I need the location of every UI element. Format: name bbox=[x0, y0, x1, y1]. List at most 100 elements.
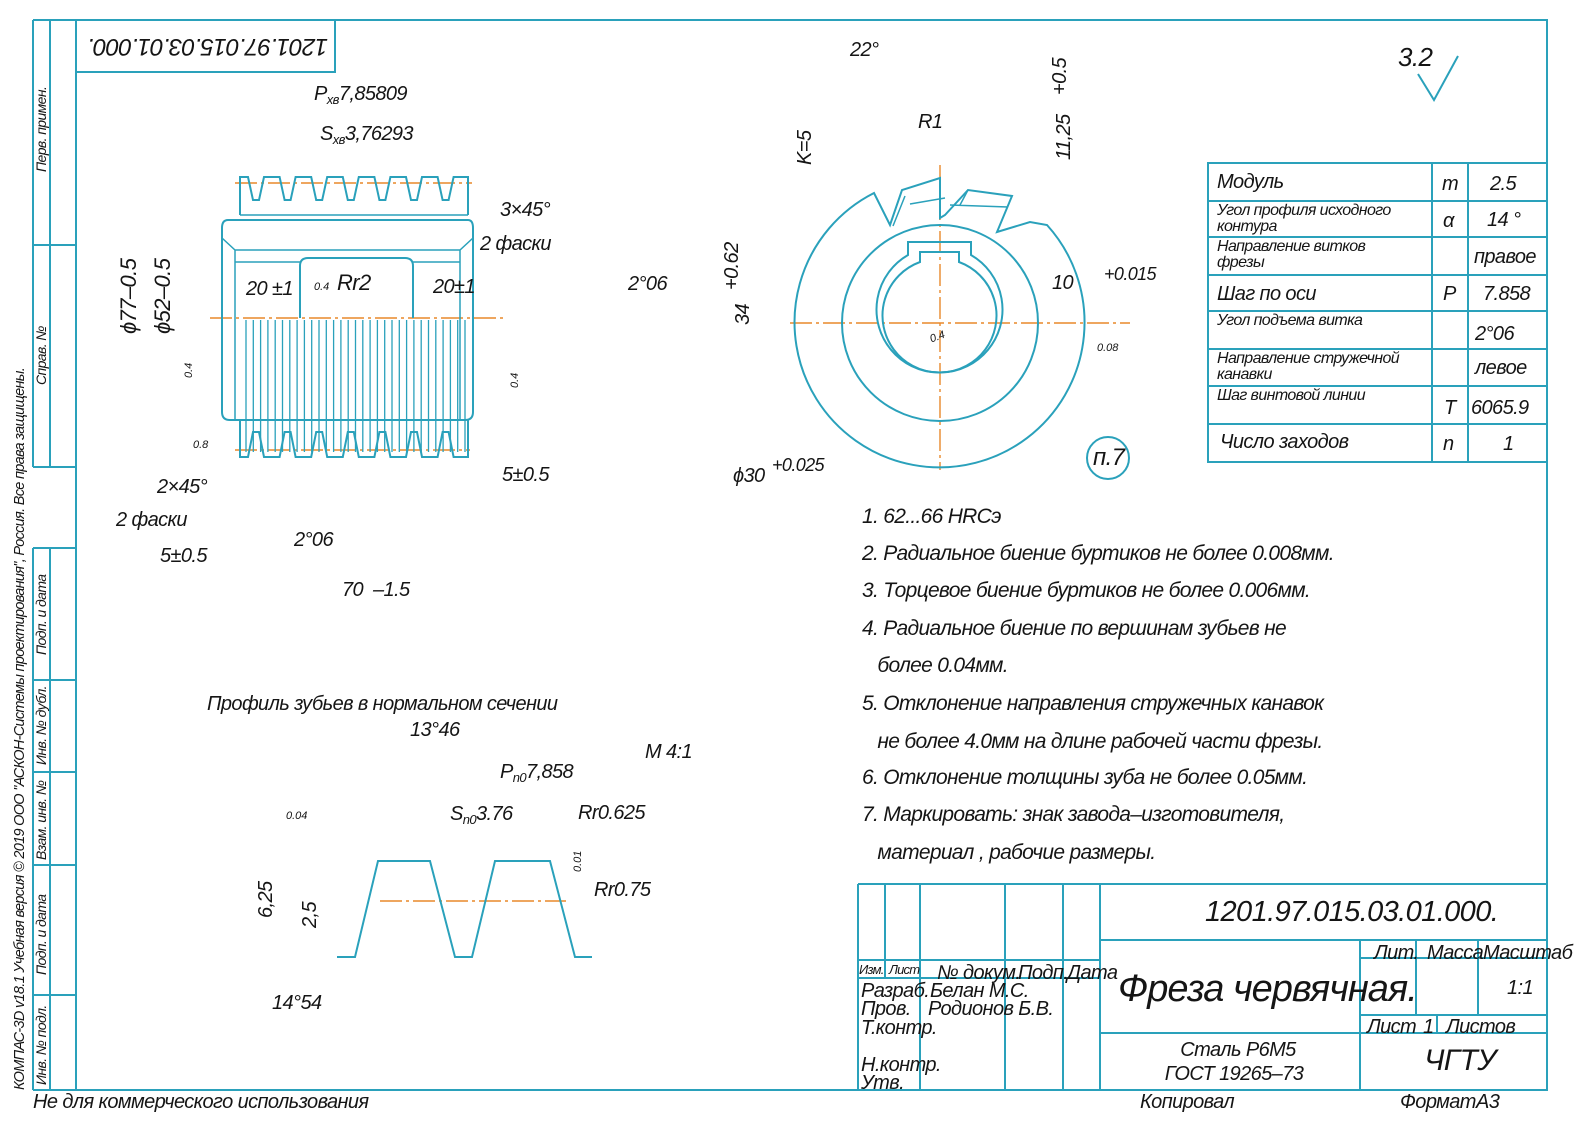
note-line: более 0.04мм. bbox=[862, 654, 1008, 677]
param-value: 1 bbox=[1503, 433, 1514, 455]
key-width: 10 bbox=[1052, 272, 1074, 294]
hob-top-teeth bbox=[239, 176, 469, 215]
designation: 1201.97.015.03.01.000. bbox=[1205, 896, 1499, 928]
radius-r1: R1 bbox=[918, 111, 943, 133]
hob-keyway bbox=[299, 257, 414, 318]
total-length: 70 –1.5 bbox=[342, 579, 410, 601]
param-value: 7.858 bbox=[1483, 283, 1531, 305]
note-line: 6. Отклонение толщины зуба не более 0.05… bbox=[862, 766, 1308, 789]
note-line: 5. Отклонение направления стружечных кан… bbox=[862, 692, 1324, 715]
strip-label-sign-date: Подп. и дата bbox=[33, 574, 49, 655]
sheet-value: 1 bbox=[1423, 1016, 1434, 1038]
collar-width-right: 5±0.5 bbox=[502, 464, 550, 486]
bore-diameter: ϕ30 bbox=[733, 465, 765, 487]
sheet-label: Лист bbox=[1367, 1016, 1417, 1038]
sheets-label: Листов bbox=[1446, 1016, 1516, 1038]
copyright-text: КОМПАС-3D v18.1 Учебная версия © 2019 ОО… bbox=[12, 367, 28, 1090]
tolerance-small: 0.01 bbox=[572, 850, 584, 872]
strip-label-sign-date-2: Подп. и дата bbox=[33, 894, 49, 975]
param-symbol: m bbox=[1442, 173, 1459, 195]
role-developer: Разраб. bbox=[861, 980, 930, 1002]
role-checker: Пров. bbox=[861, 998, 911, 1020]
note-line: 2. Радиальное биение буртиков не более 0… bbox=[862, 542, 1335, 565]
hob-bottom-teeth bbox=[239, 420, 469, 458]
param-symbol: α bbox=[1443, 210, 1454, 232]
roughness-right: 0.4 bbox=[509, 372, 521, 388]
strip-label-first-use: Перв. примен. bbox=[33, 86, 49, 172]
copied-label: Копировал bbox=[1140, 1091, 1235, 1113]
role-approved: Утв. bbox=[861, 1072, 905, 1094]
param-value: 2°06 bbox=[1475, 323, 1515, 345]
param-name: Направление витков фрезы bbox=[1217, 238, 1366, 271]
length-left: 20 ±1 bbox=[246, 278, 294, 300]
strip-label-orig-inv: Инв. № подл. bbox=[33, 1005, 49, 1085]
top-stamp-box bbox=[75, 19, 336, 73]
axial-thickness-label: Sxв3,76293 bbox=[320, 123, 414, 147]
drawing-frame bbox=[32, 19, 1548, 1091]
strip-label-reference: Справ. № bbox=[33, 326, 49, 385]
note-line: 1. 62...66 HRCэ bbox=[862, 505, 1001, 528]
note-line: 7. Маркировать: знак завода–изготовителя… bbox=[862, 803, 1285, 826]
tooth-profile bbox=[337, 860, 592, 958]
chamfer-top-count: 2 фаски bbox=[480, 233, 551, 255]
keyway-radius: Rr2 bbox=[337, 270, 371, 295]
roughness-left: 0.4 bbox=[183, 362, 195, 378]
note-ref-circle bbox=[1086, 436, 1130, 480]
normal-thickness: Sn03.76 bbox=[450, 803, 513, 827]
addendum-height: 2,5 bbox=[299, 901, 321, 928]
profile-roughness: 0.04 bbox=[286, 810, 308, 822]
axial-pitch-label: Pxв7,85809 bbox=[314, 83, 408, 107]
roughness-value: 3.2 bbox=[1398, 42, 1433, 72]
lead-angle-right: 2°06 bbox=[628, 273, 668, 295]
dim-34: 34 bbox=[732, 303, 754, 325]
keyway-roughness: 0.4 bbox=[314, 281, 330, 293]
hob-body-outline bbox=[221, 219, 474, 421]
param-name: Направление стружечной канавки bbox=[1217, 350, 1400, 383]
note-reference: п.7 bbox=[1093, 444, 1125, 471]
inner-diameter: ϕ52–0.5 bbox=[150, 258, 175, 334]
top-stamp-designation: 1201.97.015.03.01.000. bbox=[87, 33, 328, 60]
param-value: 2.5 bbox=[1490, 173, 1517, 195]
chamfer-bottom-count: 2 фаски bbox=[116, 509, 187, 531]
param-value: левое bbox=[1475, 357, 1527, 379]
param-symbol: n bbox=[1443, 433, 1454, 455]
bore-tolerance: +0.025 bbox=[772, 455, 825, 475]
flute-angle: 22° bbox=[850, 39, 879, 61]
end-view-hub-circle bbox=[841, 224, 1040, 422]
chamfer-bottom-label: 2×45° bbox=[157, 476, 208, 498]
profile-title: Профиль зубьев в нормальном сечении bbox=[207, 693, 558, 715]
scale-value: 1:1 bbox=[1507, 977, 1534, 999]
dim-11-25: 11,25 bbox=[1053, 114, 1075, 160]
tolerance-top: +0.5 bbox=[1049, 57, 1071, 95]
param-name: Угол подъема витка bbox=[1217, 312, 1363, 329]
roughness-bottom: 0.8 bbox=[193, 439, 209, 451]
tolerance-34: +0.62 bbox=[721, 242, 743, 290]
profile-angle-top: 13°46 bbox=[410, 719, 460, 741]
chamfer-top-label: 3×45° bbox=[500, 199, 551, 221]
param-name: Модуль bbox=[1217, 171, 1284, 193]
end-view-bore-inner bbox=[881, 251, 998, 374]
param-name: Шаг винтовой линии bbox=[1217, 387, 1366, 404]
roughness-check-icon bbox=[1417, 55, 1459, 102]
outer-diameter: ϕ77–0.5 bbox=[116, 258, 141, 334]
runout-value: 0.08 bbox=[1097, 342, 1119, 354]
organization: ЧГТУ bbox=[1424, 1044, 1496, 1077]
format-label: Формат bbox=[1400, 1091, 1476, 1113]
param-value: 6065.9 bbox=[1471, 397, 1529, 419]
key-tolerance: +0.015 bbox=[1104, 264, 1157, 284]
strip-label-replace-inv: Взам. инв. № bbox=[33, 780, 49, 860]
param-value: правое bbox=[1474, 246, 1537, 268]
material-line2: ГОСТ 19265–73 bbox=[1164, 1063, 1304, 1085]
checker-name: Родионов Б.В. bbox=[928, 998, 1054, 1020]
profile-angle-bottom: 14°54 bbox=[272, 992, 322, 1014]
part-name: Фреза червячная. bbox=[1118, 968, 1418, 1010]
param-symbol: T bbox=[1444, 397, 1456, 419]
tooth-height: 6,25 bbox=[255, 881, 277, 918]
lit-label: Лит. bbox=[1374, 942, 1419, 964]
header-list: Лист bbox=[889, 962, 920, 977]
header-sign: Подп. bbox=[1018, 962, 1069, 984]
mass-label: Масса bbox=[1427, 942, 1484, 964]
material-line1: Сталь Р6М5 bbox=[1180, 1039, 1296, 1061]
non-commercial-note: Не для коммерческого использования bbox=[33, 1091, 369, 1113]
